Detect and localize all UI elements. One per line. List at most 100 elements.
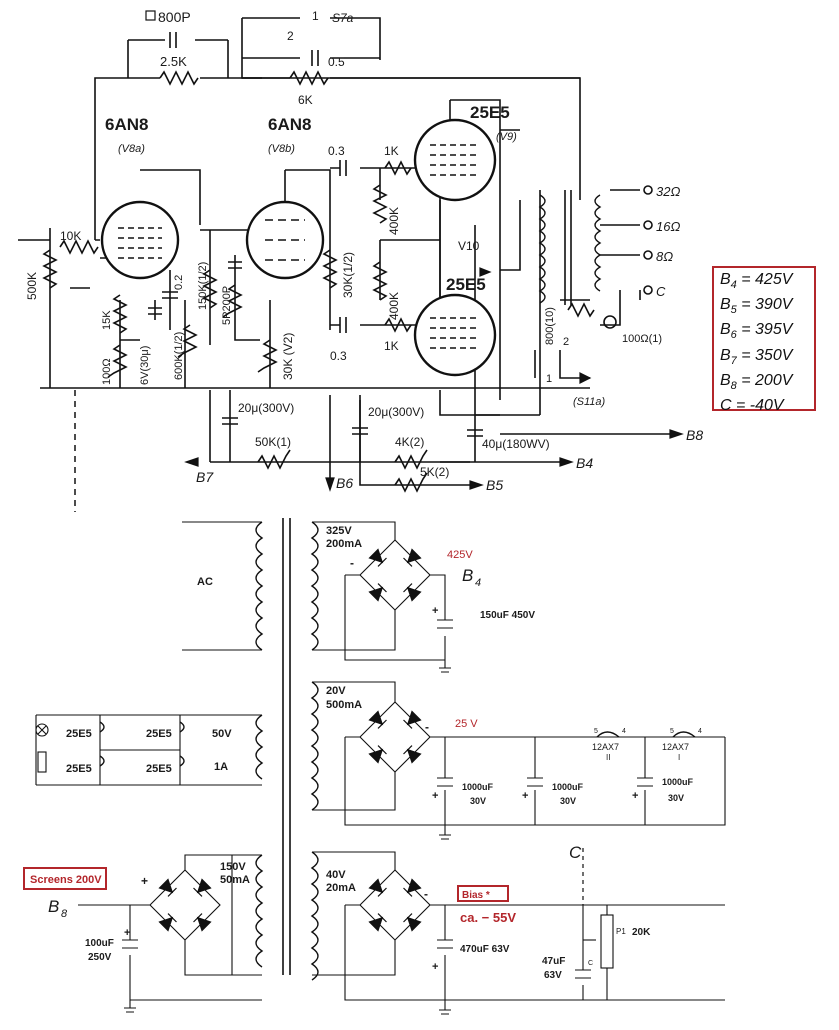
svg-text:0.3: 0.3	[330, 349, 347, 363]
rail-name: B	[720, 321, 731, 339]
svg-text:+: +	[124, 927, 130, 939]
svg-text:800(10): 800(10)	[544, 307, 556, 345]
svg-text:1A: 1A	[214, 761, 228, 773]
svg-text:30V: 30V	[560, 796, 576, 806]
svg-text:+: +	[632, 790, 638, 802]
svg-text:600K(1/2): 600K(1/2)	[173, 332, 185, 380]
svg-text:425V: 425V	[447, 549, 473, 561]
amp-labels: 800P 2.5K S7a 1 2 0.5 6K 6AN8 (V8a) 6AN8…	[25, 9, 703, 493]
svg-text:-: -	[425, 720, 429, 734]
rail-subscript: 7	[730, 354, 737, 367]
svg-text:30V: 30V	[470, 796, 486, 806]
rail-value: = 350V	[736, 346, 793, 364]
rail-subscript: 6	[730, 329, 737, 342]
svg-text:50K(1): 50K(1)	[255, 435, 291, 449]
heater-winding: 25E5 25E5 25E5 25E5 50V 1A	[35, 714, 264, 786]
svg-text:-: -	[424, 887, 428, 901]
svg-text:C: C	[656, 284, 666, 299]
svg-text:V10: V10	[458, 239, 480, 253]
rail-name: B	[720, 371, 731, 389]
svg-text:20μ(300V): 20μ(300V)	[238, 401, 294, 415]
svg-text:B5: B5	[486, 477, 503, 493]
svg-text:25E5: 25E5	[146, 728, 172, 740]
svg-text:5: 5	[670, 728, 674, 735]
rail-value: = 200V	[736, 371, 793, 389]
output-transformer	[538, 185, 653, 329]
label-screens: Screens 200V	[30, 874, 102, 886]
screens-winding: Screens 200V B 8 150V 50mA 100uF 250V + …	[23, 854, 264, 1013]
svg-text:ca. − 55V: ca. − 55V	[460, 910, 516, 925]
voltage-row: B5 = 390V	[720, 295, 808, 320]
primary-winding: AC	[182, 521, 264, 651]
svg-text:47uF: 47uF	[542, 956, 565, 967]
rail-subscript: 4	[730, 279, 737, 292]
svg-text:63V: 63V	[544, 970, 562, 981]
svg-text:2: 2	[563, 336, 569, 348]
diode-icon	[368, 583, 387, 602]
svg-text:4: 4	[698, 728, 702, 735]
diode-icon	[403, 710, 422, 729]
label-bias: Bias *	[462, 890, 490, 901]
svg-text:500mA: 500mA	[326, 699, 362, 711]
svg-text:B8: B8	[686, 427, 703, 443]
svg-text:20mA: 20mA	[326, 882, 356, 894]
svg-text:150K(1/2): 150K(1/2)	[197, 262, 209, 310]
svg-text:+: +	[141, 874, 148, 888]
diode-icon	[368, 878, 387, 897]
svg-text:4: 4	[622, 728, 626, 735]
bias-winding: 40V 20mA Bias * ca. − 55V 470uF 63V 47uF…	[310, 843, 725, 1015]
svg-text:16Ω: 16Ω	[656, 219, 680, 234]
svg-text:B7: B7	[196, 469, 214, 485]
label-cap-800p: 800P	[158, 9, 191, 25]
svg-text:400K: 400K	[387, 292, 401, 320]
svg-text:6K: 6K	[298, 93, 313, 107]
svg-text:2: 2	[287, 29, 294, 43]
svg-text:1: 1	[312, 9, 319, 23]
diode-icon	[368, 710, 387, 729]
svg-text:B: B	[462, 566, 473, 585]
voltage-row: B4 = 425V	[720, 270, 808, 295]
svg-text:150uF 450V: 150uF 450V	[480, 610, 535, 621]
svg-text:8: 8	[61, 908, 68, 920]
svg-text:(V8b): (V8b)	[268, 143, 295, 155]
svg-text:0.3: 0.3	[328, 144, 345, 158]
svg-text:C: C	[588, 960, 593, 967]
tube-v9	[413, 118, 497, 202]
rail-subscript: 8	[730, 379, 737, 392]
rail-name: B	[720, 346, 731, 364]
rail-value: = 390V	[736, 296, 793, 314]
svg-text:100Ω: 100Ω	[101, 358, 113, 385]
svg-text:5: 5	[594, 728, 598, 735]
diode-icon	[193, 913, 212, 932]
svg-text:20V: 20V	[326, 685, 346, 697]
diode-icon	[193, 878, 212, 897]
diode-icon	[403, 745, 422, 764]
diode-icon	[403, 913, 422, 932]
svg-text:150V: 150V	[220, 861, 246, 873]
svg-text:4: 4	[475, 577, 481, 589]
rail-value: = 395V	[736, 321, 793, 339]
svg-text:C: C	[569, 843, 582, 862]
svg-text:25E5: 25E5	[66, 728, 92, 740]
svg-text:20K: 20K	[632, 927, 651, 938]
diode-icon	[368, 745, 387, 764]
svg-text:1K: 1K	[384, 339, 399, 353]
svg-text:(V9): (V9)	[496, 131, 517, 143]
svg-text:15K: 15K	[101, 310, 113, 330]
diode-icon	[368, 548, 387, 567]
svg-text:12AX7: 12AX7	[592, 742, 619, 752]
svg-text:6V(30μ): 6V(30μ)	[139, 346, 151, 385]
svg-text:12AX7: 12AX7	[662, 742, 689, 752]
label-tube2: 6AN8	[268, 115, 311, 134]
svg-text:50mA: 50mA	[220, 874, 250, 886]
svg-text:S7a: S7a	[332, 11, 354, 25]
label-tube3: 25E5	[470, 103, 510, 122]
voltage-row: B8 = 200V	[720, 371, 808, 396]
svg-text:400K: 400K	[387, 207, 401, 235]
svg-text:1000uF: 1000uF	[552, 782, 584, 792]
voltage-row: B7 = 350V	[720, 346, 808, 371]
rail-value: = 425V	[736, 271, 793, 288]
svg-text:(S11a): (S11a)	[573, 396, 606, 408]
svg-text:5K(2): 5K(2)	[420, 465, 449, 479]
